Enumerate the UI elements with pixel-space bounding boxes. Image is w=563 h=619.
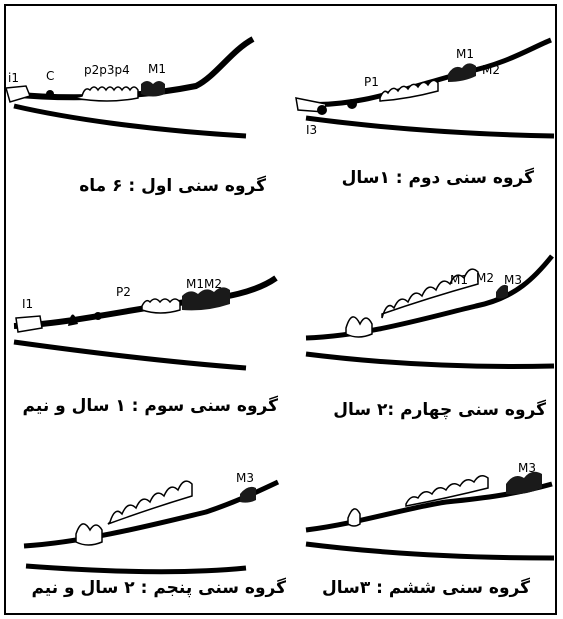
- tooth-label: M3: [236, 471, 254, 485]
- jaw-panel-5: M3: [23, 471, 280, 575]
- tooth-label: M1: [450, 273, 468, 287]
- panel-caption: گروه سنی پنجم : ۲ سال و نیم: [31, 578, 286, 598]
- jaw-panel-4: M1 M2 M3: [305, 254, 555, 369]
- panel-caption: گروه سنی چهارم :۲ سال: [333, 400, 546, 420]
- panel-caption: گروه سنی اول : ۶ ماه: [79, 176, 266, 196]
- panel-caption: گروه سنی سوم : ۱ سال و نیم: [22, 396, 278, 416]
- tooth-label: I3: [306, 123, 317, 137]
- tooth-label: M2: [476, 271, 494, 285]
- tooth-label: C: [46, 69, 54, 83]
- tooth-label: P2: [116, 285, 131, 299]
- tooth-label: M1M2: [186, 277, 222, 291]
- jaw-drawings: i1 C p2p3p4 M1 P1 M1 M2 I3: [6, 36, 555, 575]
- tooth-label: M1: [148, 62, 166, 76]
- tooth-label: I1: [22, 297, 33, 311]
- panel-caption: گروه سنی دوم : ۱سال: [341, 168, 534, 188]
- jaw-panel-6: M3: [305, 461, 555, 561]
- tooth-label: M1: [456, 47, 474, 61]
- tooth-label: M3: [518, 461, 536, 475]
- panel-caption: گروه سنی ششم : ۳سال: [322, 578, 530, 598]
- tooth-label: i1: [8, 71, 19, 85]
- dentition-figure: i1 C p2p3p4 M1 P1 M1 M2 I3: [4, 4, 557, 615]
- jaw-panel-2: P1 M1 M2 I3: [295, 37, 555, 139]
- jaw-panel-1: i1 C p2p3p4 M1: [6, 36, 255, 139]
- tooth-label: p2p3p4: [84, 63, 130, 77]
- jaw-panel-3: I1 P2 M1M2: [13, 275, 278, 371]
- tooth-label: M3: [504, 273, 522, 287]
- tooth-label: M2: [482, 63, 500, 77]
- tooth-label: P1: [364, 75, 379, 89]
